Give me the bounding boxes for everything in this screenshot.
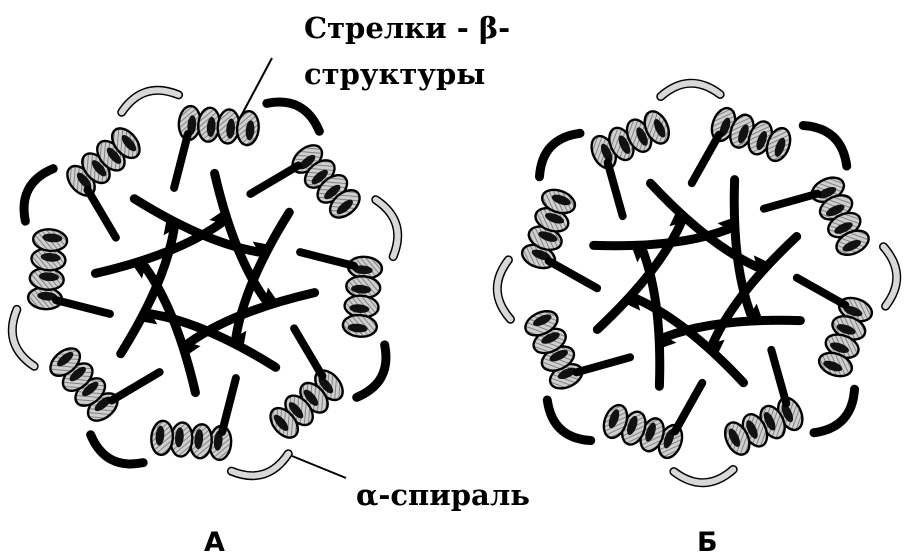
beta-structures-label-line2: структуры	[304, 57, 485, 91]
connecting-loop	[24, 169, 53, 221]
strand-helix-link	[692, 135, 719, 184]
strand-helix-link	[771, 350, 786, 404]
strand-helix-link	[797, 278, 846, 305]
beta-strand-arrow	[236, 212, 289, 336]
beta-pointer-line	[240, 58, 272, 118]
strand-helix-link	[675, 383, 702, 432]
strand-helix-link	[300, 252, 354, 266]
strand-helix-link	[174, 134, 188, 188]
strand-helix-link	[764, 194, 818, 209]
panel-a-structure	[12, 90, 397, 475]
panel-b-label: Б	[697, 527, 718, 557]
strand-helix-link	[549, 261, 598, 288]
alpha-helix	[287, 140, 364, 223]
alpha-pointer-line	[292, 456, 346, 478]
connecting-loop	[547, 400, 590, 441]
alpha-helix	[720, 394, 807, 459]
panel-b-structure	[497, 83, 896, 482]
alpha-helix	[62, 123, 145, 200]
strand-helix-link	[112, 372, 160, 400]
alpha-helix-label: α-спираль	[356, 478, 530, 512]
alpha-helix	[522, 306, 587, 393]
strand-helix-link	[294, 328, 322, 376]
connecting-loop	[803, 125, 846, 166]
strand-helix-link	[88, 190, 116, 238]
beta-structures-label-line1: Стрелки - β-	[304, 11, 510, 45]
panel-a-label: А	[204, 527, 225, 557]
strand-helix-link	[250, 166, 298, 194]
connecting-loop	[539, 133, 580, 176]
connecting-loop	[91, 435, 143, 464]
alpha-helix	[45, 343, 122, 426]
connecting-loop	[267, 102, 319, 131]
alpha-helix	[808, 173, 873, 260]
alpha-helix	[265, 365, 348, 442]
strand-helix-link	[608, 162, 623, 216]
strand-helix-link	[56, 300, 110, 314]
connecting-loop	[814, 389, 855, 432]
alpha-helix	[587, 108, 674, 173]
connecting-loop	[357, 345, 386, 397]
strand-helix-link	[576, 357, 630, 372]
strand-helix-link	[222, 378, 236, 432]
